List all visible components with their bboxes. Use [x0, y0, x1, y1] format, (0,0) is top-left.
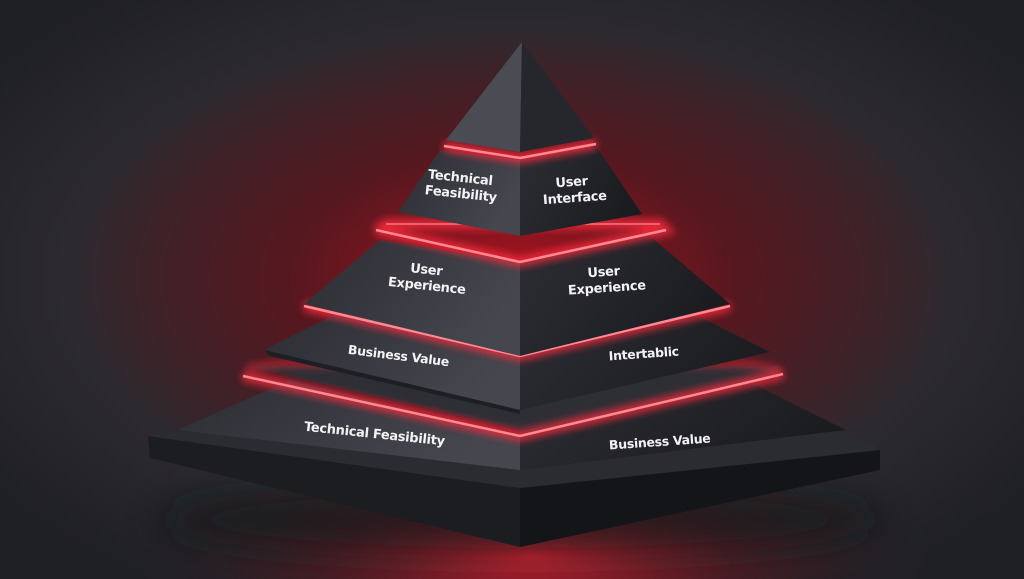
tier1-left-label-line1: Technical — [427, 167, 493, 189]
svg-text:User Experience: User Experience — [566, 262, 646, 298]
tier-1 — [398, 146, 642, 236]
tier2-right-label-line2: Experience — [568, 278, 647, 298]
tier1-right-label-line2: Interface — [543, 189, 608, 208]
neon-ring-tier-1 — [443, 139, 597, 164]
tier2-left-label-line1: User — [409, 261, 444, 279]
tier4-right-label: Business Value — [608, 430, 710, 452]
tier1-right-label-line1: User — [555, 174, 589, 191]
svg-text:User Interface: User Interface — [541, 173, 607, 208]
tier3-right-label: Intertablic — [608, 344, 679, 364]
tier-2 — [304, 236, 730, 356]
tier2-right-label-line1: User — [587, 264, 621, 281]
apex — [446, 42, 594, 152]
tier-3 — [264, 312, 770, 414]
